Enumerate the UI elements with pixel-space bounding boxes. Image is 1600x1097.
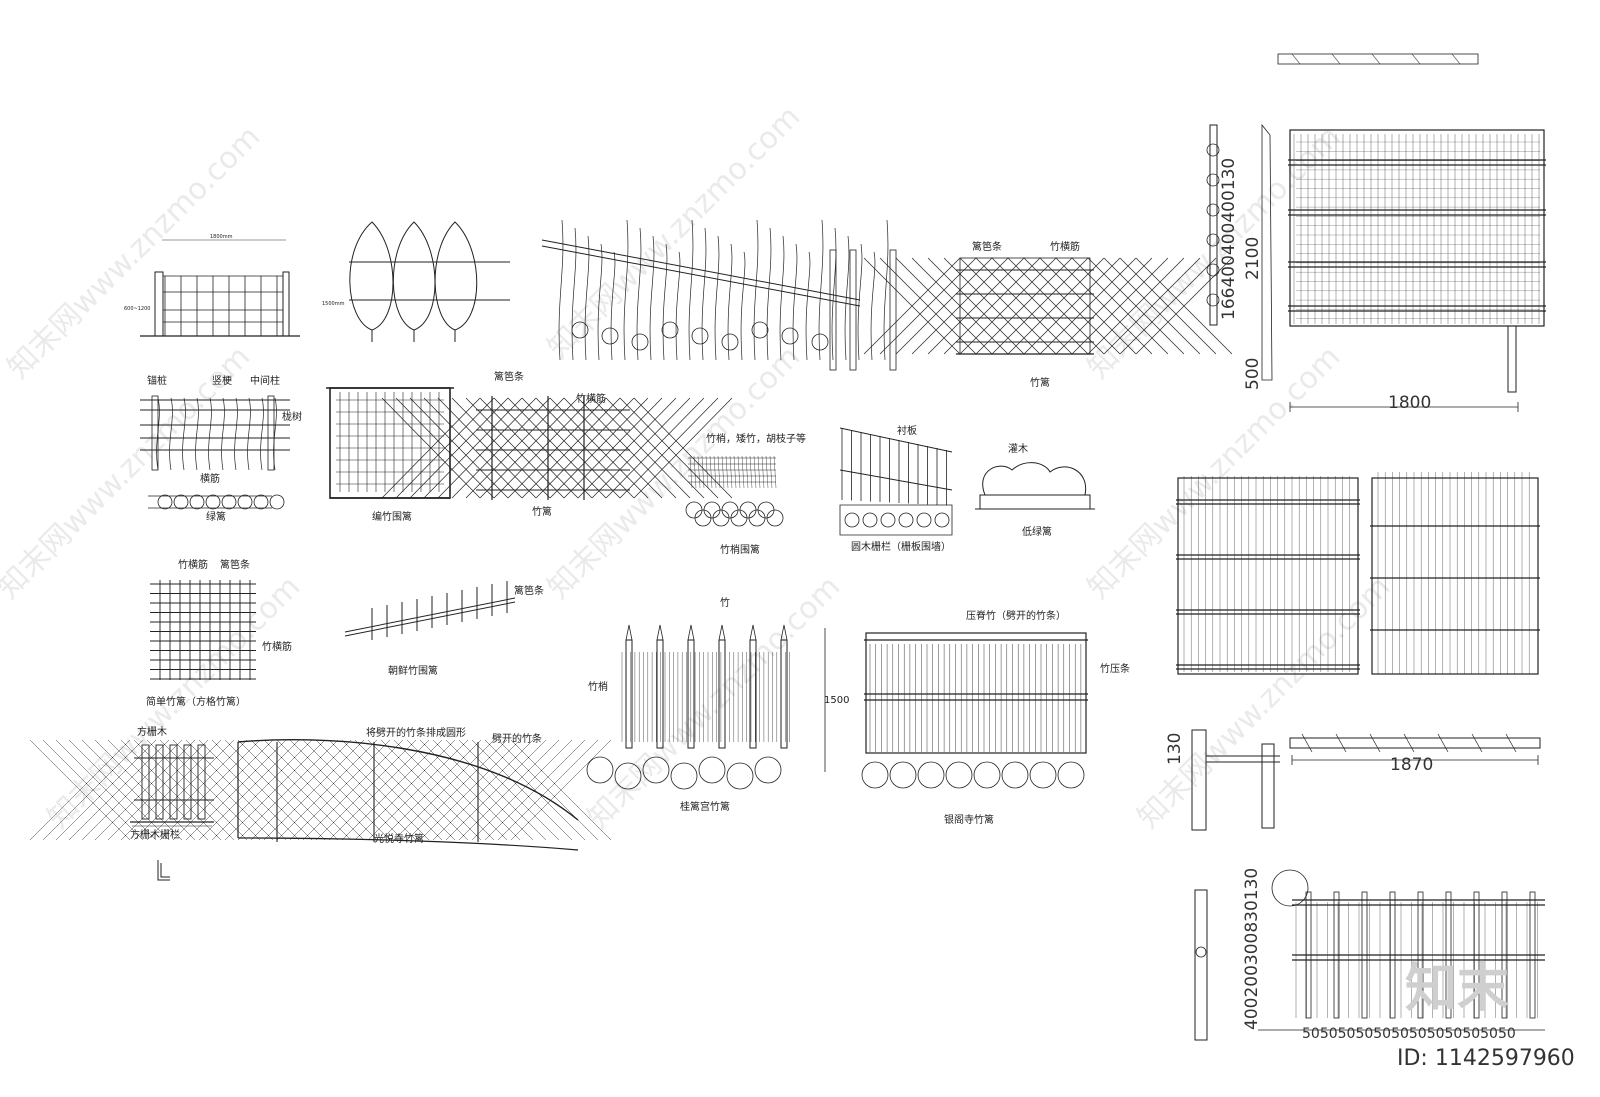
svg-text:1500mm: 1500mm <box>322 301 345 307</box>
svg-text:衬板: 衬板 <box>897 424 917 437</box>
svg-text:500: 500 <box>1243 358 1263 390</box>
image-id: ID: 1142597960 <box>1397 1046 1575 1071</box>
svg-text:低绿篱: 低绿篱 <box>1022 525 1052 538</box>
svg-text:中间柱: 中间柱 <box>250 374 280 387</box>
svg-text:竹压条: 竹压条 <box>1100 662 1130 675</box>
svg-text:竹横筋: 竹横筋 <box>178 558 208 571</box>
log-palisade-fence: 衬板 圆木栅栏（栅板围墙） <box>839 424 953 553</box>
svg-text:篱笆条: 篱笆条 <box>220 558 250 571</box>
fence-grid-sketch: 1800mm 600~1200 <box>124 234 300 337</box>
svg-text:简单竹篱（方格竹篱）: 简单竹篱（方格竹篱） <box>146 695 246 708</box>
svg-text:绿篱: 绿篱 <box>206 510 226 523</box>
svg-text:1800mm: 1800mm <box>210 234 233 240</box>
detail-section-rail: 130 1870 <box>1165 729 1541 831</box>
svg-text:篱笆条: 篱笆条 <box>494 370 524 383</box>
katsura-fence: 竹 竹梢 1500 桂篱宫竹篱 <box>586 596 849 813</box>
grass-fence-sketch <box>541 219 897 371</box>
svg-text:横筋: 横筋 <box>200 472 220 485</box>
svg-text:光悦寺竹篱: 光悦寺竹篱 <box>374 832 424 845</box>
svg-text:压脊竹（劈开的竹条）: 压脊竹（劈开的竹条） <box>966 609 1066 622</box>
tree-fence-sketch: 1500mm <box>322 221 510 342</box>
svg-text:锚桩: 锚桩 <box>147 374 167 387</box>
svg-text:篱笆条: 篱笆条 <box>514 584 544 597</box>
watermark-text: 知末网www.znzmo.com <box>1081 119 1347 385</box>
logo: 知末 <box>1405 959 1509 1019</box>
detail-elevation-bottom: 400200300830130 505050505050505050505050 <box>1194 868 1545 1042</box>
detail-panels-mid <box>1176 472 1540 675</box>
koetsu-fence: 将劈开的竹条排成圆形 劈开的竹条 光悦寺竹篱 <box>29 726 612 851</box>
korean-bamboo-fence: 篱笆条 朝鲜竹围篱 <box>344 581 544 677</box>
ginkaku-fence: 压脊竹（劈开的竹条） 竹压条 银阁寺竹篱 <box>861 609 1130 826</box>
svg-text:竹梢围篱: 竹梢围篱 <box>720 543 760 556</box>
watermark-text: 知末网www.znzmo.com <box>581 569 847 835</box>
svg-text:1500: 1500 <box>824 695 849 706</box>
watermark-text: 知末网www.znzmo.com <box>1131 569 1397 835</box>
low-hedge: 灌木 低绿篱 <box>975 443 1095 538</box>
svg-text:166400400400130: 166400400400130 <box>1219 158 1239 320</box>
hedge-fence-detail: 锚桩 竖梗 中间柱 栊树 横筋 绿篱 <box>140 374 302 523</box>
svg-text:600~1200: 600~1200 <box>124 306 150 312</box>
simple-grid-fence: 竹横筋 篱笆条 竹横筋 简单竹篱（方格竹篱） <box>146 558 292 708</box>
bamboo-twig-fence: 竹梢，矮竹，胡枝子等 竹梢围篱 <box>685 432 806 556</box>
brand-watermark: 知末 ID: 1142597960 <box>1397 959 1575 1071</box>
svg-text:2100: 2100 <box>1243 237 1263 280</box>
svg-text:方栅木: 方栅木 <box>137 725 167 738</box>
svg-text:竖梗: 竖梗 <box>212 374 232 387</box>
detail-elevation-top: 166400400400130 2100 500 1800 <box>1206 53 1546 413</box>
svg-text:银阁寺竹篱: 银阁寺竹篱 <box>944 813 994 826</box>
svg-text:篱笆条: 篱笆条 <box>972 240 1002 253</box>
svg-text:灌木: 灌木 <box>1008 443 1028 455</box>
svg-text:竹梢，矮竹，胡枝子等: 竹梢，矮竹，胡枝子等 <box>706 432 806 445</box>
svg-text:竹篱: 竹篱 <box>532 505 552 518</box>
svg-text:竹横筋: 竹横筋 <box>1050 240 1080 253</box>
svg-text:竹: 竹 <box>720 596 730 609</box>
svg-text:圆木栅栏（栅板围墙）: 圆木栅栏（栅板围墙） <box>851 540 951 553</box>
svg-text:1800: 1800 <box>1388 393 1431 413</box>
svg-text:编竹围篱: 编竹围篱 <box>372 510 412 523</box>
svg-text:505050505050505050505050: 505050505050505050505050 <box>1302 1026 1516 1042</box>
bamboo-lattice-fence-b: 篱笆条 竹横筋 竹篱 <box>863 240 1233 389</box>
svg-text:400200300830130: 400200300830130 <box>1242 868 1262 1030</box>
svg-text:劈开的竹条: 劈开的竹条 <box>492 732 542 745</box>
svg-text:竹横筋: 竹横筋 <box>262 640 292 653</box>
svg-text:朝鲜竹围篱: 朝鲜竹围篱 <box>388 664 438 677</box>
woven-bamboo-fence: 编竹围篱 <box>326 387 454 523</box>
svg-text:竹篱: 竹篱 <box>1030 376 1050 389</box>
svg-text:1870: 1870 <box>1390 755 1433 775</box>
svg-text:130: 130 <box>1165 733 1185 765</box>
svg-text:竹梢: 竹梢 <box>588 680 608 693</box>
svg-text:将劈开的竹条排成圆形: 将劈开的竹条排成圆形 <box>366 726 466 739</box>
svg-text:栊树: 栊树 <box>282 410 302 423</box>
bamboo-lattice-fence-a: 篱笆条 竹横筋 竹篱 <box>381 370 733 518</box>
watermark-text: 知末网www.znzmo.com <box>1081 339 1347 605</box>
svg-text:桂篱宫竹篱: 桂篱宫竹篱 <box>680 800 730 813</box>
